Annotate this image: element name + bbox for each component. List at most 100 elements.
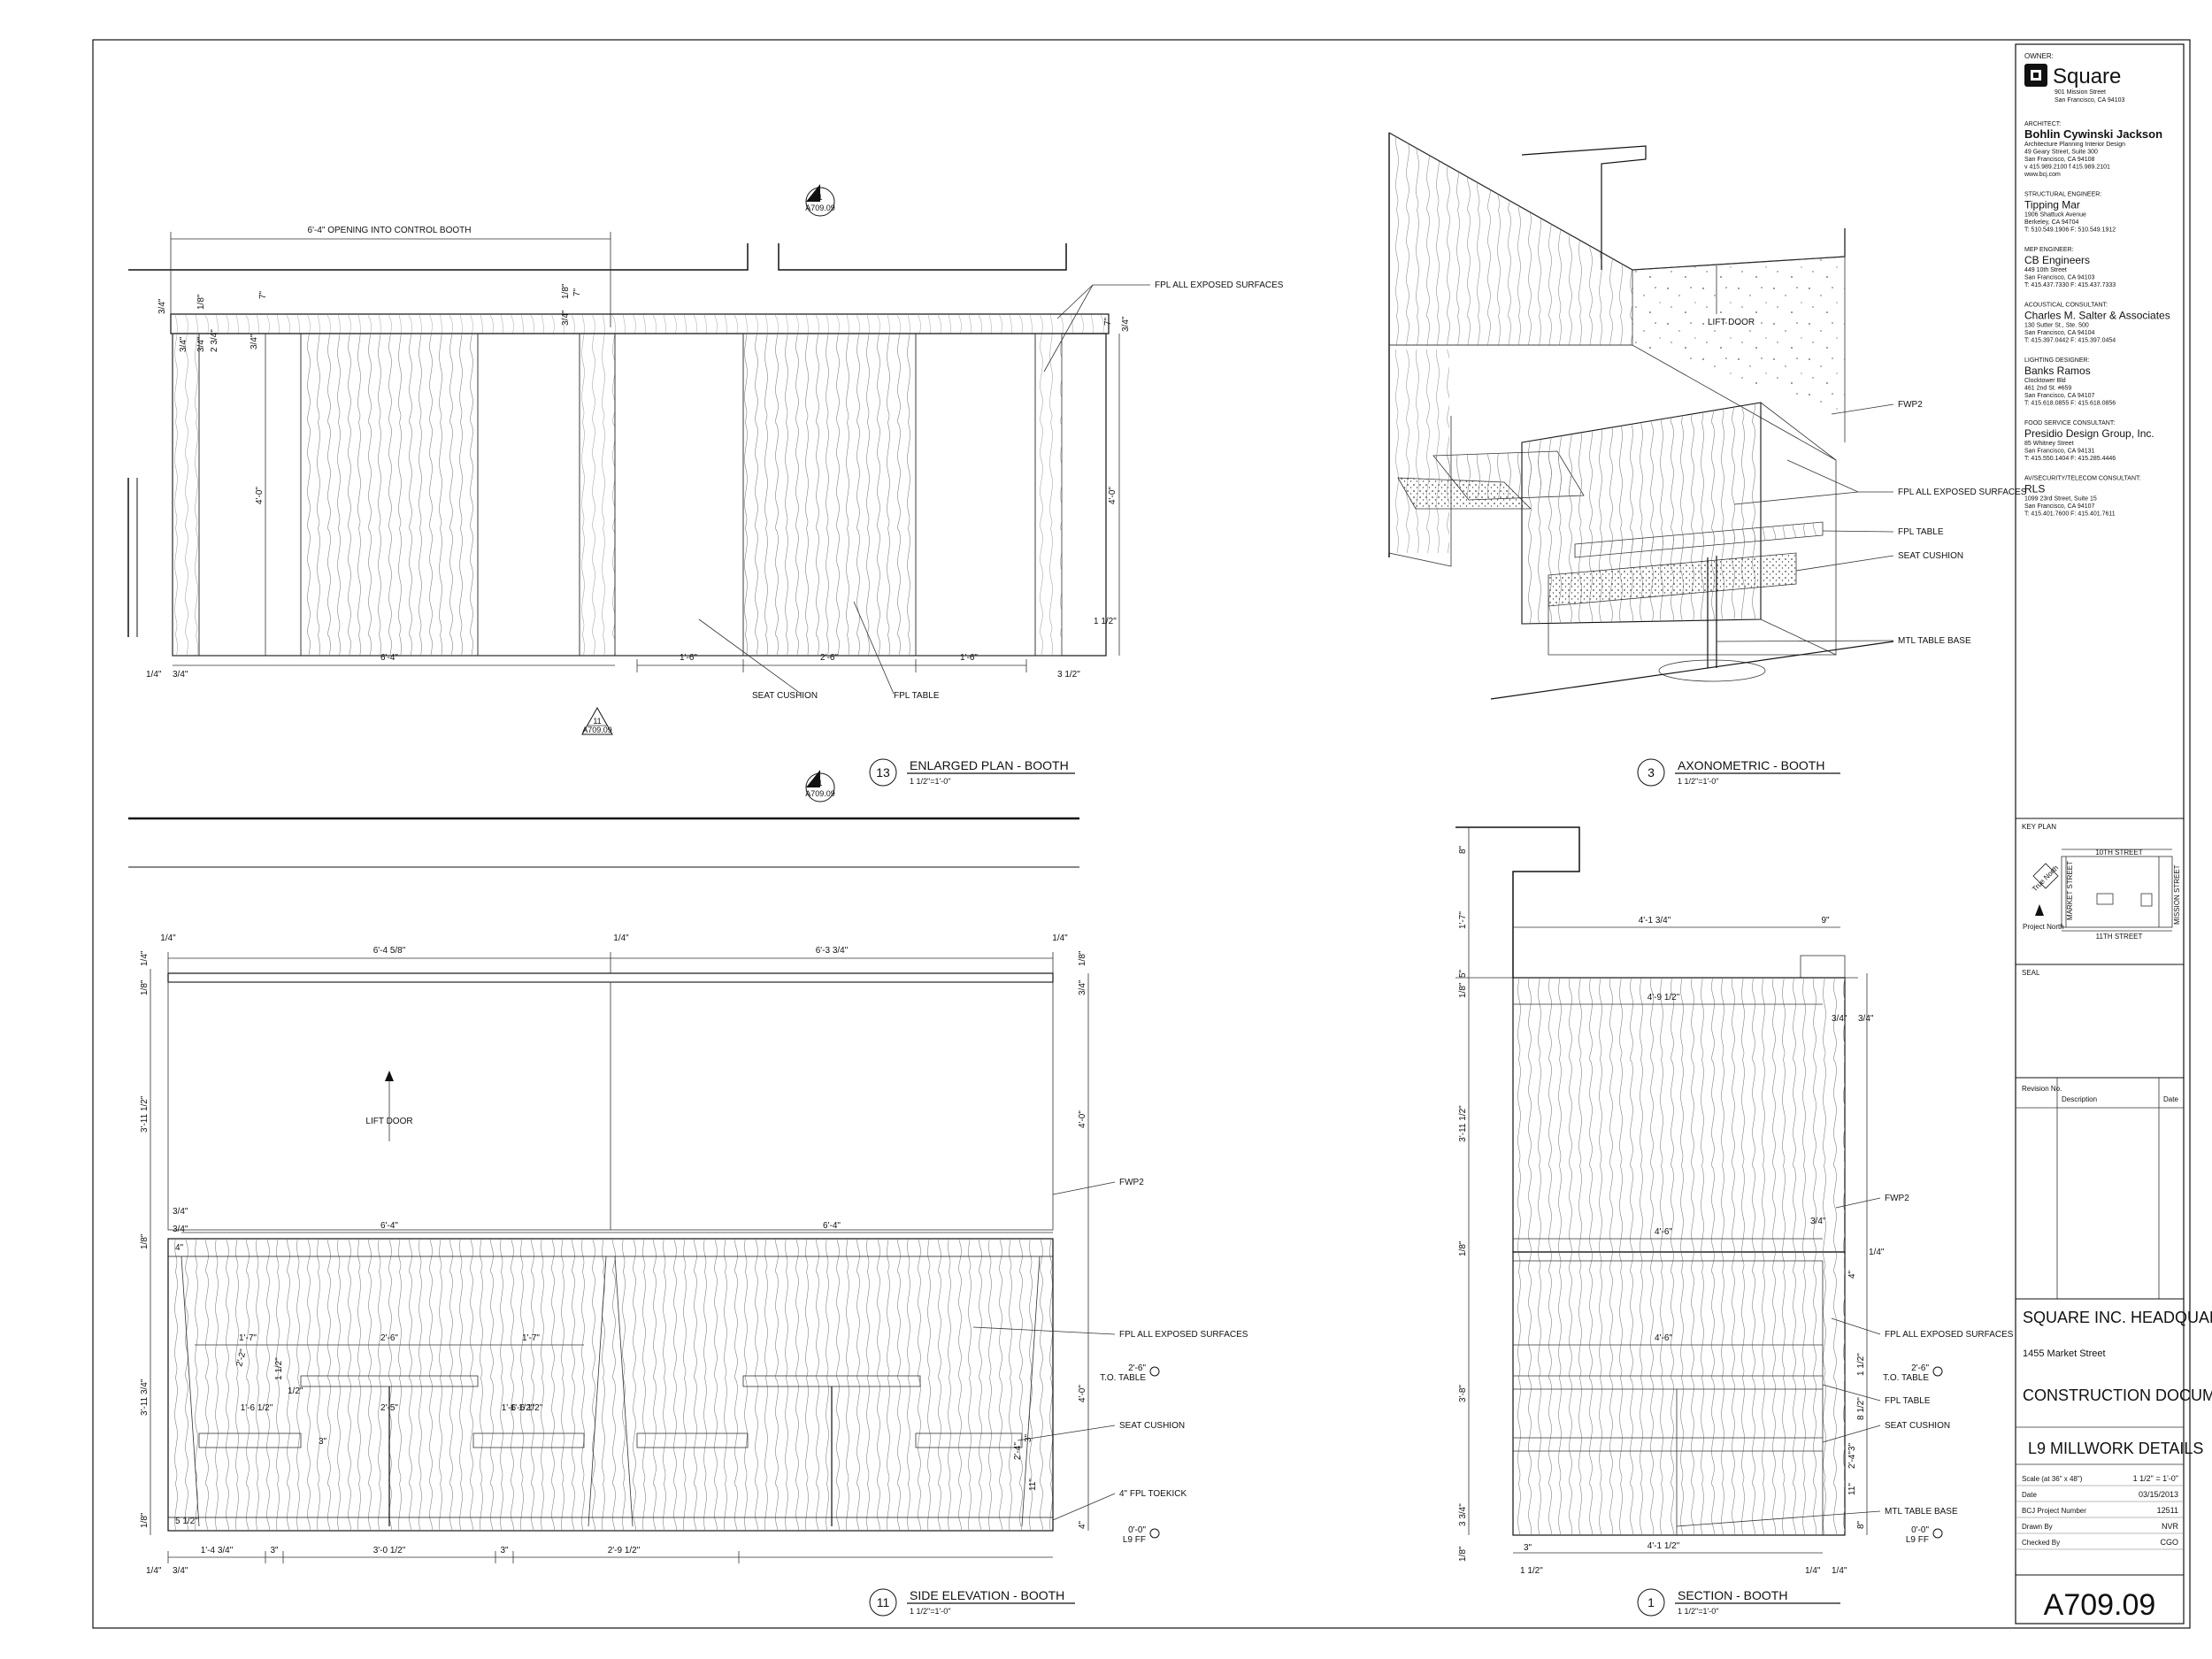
consultant-detail: Clocktower Bld [2024, 378, 2066, 384]
axon-drawing-scale: 1 1/2"=1'-0" [1678, 777, 1718, 786]
sect-dim: 4'-6" [1655, 1227, 1672, 1237]
plan-drawing-scale: 1 1/2"=1'-0" [910, 777, 950, 786]
sect-dim: 5" [1458, 969, 1468, 978]
axon-note: SEAT CUSHION [1898, 551, 1963, 561]
consultant-detail: San Francisco, CA 94107 [2024, 393, 2094, 399]
consultant-detail: 49 Geary Street, Suite 300 [2024, 150, 2098, 156]
sect-dim: 3/4" [1810, 1217, 1826, 1226]
consultant-name: RLS [2024, 483, 2045, 495]
street-label: MARKET STREET [2066, 861, 2074, 920]
drawing-side-elevation: 1/4" 6'-4 5/8" 1/4" 6'-3 3/4" 1/4" LIFT … [140, 933, 1248, 1617]
sect-note: FWP2 [1885, 1194, 1909, 1203]
sheet-number: A709.09 [2044, 1588, 2156, 1622]
elev-dim: 2'-2" [234, 1348, 249, 1368]
elev-drawing-scale: 1 1/2"=1'-0" [910, 1607, 950, 1616]
consultant-detail: San Francisco, CA 94103 [2024, 275, 2094, 281]
plan-elev-callout-number: 11 [593, 717, 601, 726]
consultant-name: CB Engineers [2024, 254, 2090, 266]
sect-dim: 4'-6" [1655, 1333, 1672, 1343]
sect-dim: 8" [1458, 845, 1468, 854]
sect-dim: 1/8" [1458, 1240, 1468, 1256]
sect-note: FPL ALL EXPOSED SURFACES [1885, 1330, 2014, 1340]
plan-dim: 3 1/2" [1057, 670, 1080, 680]
elev-level: L9 FF [1123, 1535, 1146, 1545]
elev-note: FPL ALL EXPOSED SURFACES [1119, 1330, 1248, 1340]
consultant-detail: T: 415.618.0855 F: 415.618.0856 [2024, 401, 2116, 407]
sect-dim: 1/4" [1832, 1566, 1847, 1576]
plan-dim: 1'-6" [960, 653, 978, 663]
elev-dim: 5 1/2" [175, 1517, 198, 1526]
consultant-name: Bohlin Cywinski Jackson [2024, 127, 2162, 141]
revision-desc-label: Description [2062, 1095, 2097, 1103]
consultant-detail: T: 510.549.1906 F: 510.549.1912 [2024, 227, 2116, 234]
plan-dim: 4'-0" [1108, 487, 1118, 504]
key-plan-label: KEY PLAN [2022, 823, 2056, 831]
elev-dim: 1/8" [140, 1512, 150, 1528]
consultant-name: Charles M. Salter & Associates [2024, 310, 2170, 322]
elev-note: SEAT CUSHION [1119, 1421, 1185, 1431]
plan-dim: 3/4" [1121, 316, 1131, 332]
info-label: Drawn By [2022, 1523, 2053, 1531]
consultant-detail: v 415.989.2100 f 415.989.2101 [2024, 165, 2110, 171]
sect-dim: 11" [1847, 1483, 1857, 1495]
elev-dim: 4" [1078, 1520, 1087, 1529]
consultant-role: LIGHTING DESIGNER: [2024, 357, 2090, 364]
street-label: 11TH STREET [2096, 933, 2143, 941]
elev-dim: 1/4" [613, 933, 629, 943]
revision-date-label: Date [2163, 1095, 2178, 1103]
sect-dim: 4'-1 3/4" [1639, 916, 1671, 926]
elev-note: 4" FPL TOEKICK [1119, 1489, 1187, 1499]
consultant-role: ACOUSTICAL CONSULTANT: [2024, 303, 2108, 309]
elev-dim: 1/8" [140, 979, 150, 995]
consultant-name: Presidio Design Group, Inc. [2024, 427, 2154, 440]
axon-note: MTL TABLE BASE [1898, 636, 1971, 646]
sect-dim: 8" [1856, 1520, 1866, 1529]
owner-label: OWNER: [2024, 52, 2054, 60]
consultant-name: Tipping Mar [2024, 199, 2080, 211]
sheet-border [92, 39, 2191, 1629]
plan-dim: 1 1/2" [1094, 617, 1117, 626]
sect-dim: 4" [1847, 1270, 1857, 1279]
sect-dim: 3" [1524, 1543, 1532, 1553]
project-phase: CONSTRUCTION DOCUMENTS [2023, 1386, 2212, 1404]
plan-dim: 3/4" [250, 334, 259, 349]
consultant-detail: T: 415.550.1404 F: 415.285.4446 [2024, 456, 2116, 462]
info-label: Date [2022, 1491, 2037, 1499]
plan-dim: 1/8" [196, 294, 206, 310]
info-label: Checked By [2022, 1539, 2060, 1547]
sect-dim: 1 1/2" [1856, 1353, 1866, 1376]
plan-dim: 2'-6" [820, 653, 838, 663]
elev-dim: 1/4" [160, 933, 176, 943]
axon-note: FWP2 [1898, 400, 1923, 410]
consultant-detail: San Francisco, CA 94108 [2024, 157, 2094, 163]
consultant-detail: www.bcj.com [2024, 172, 2061, 178]
cut-callout-number: 1 [818, 779, 822, 787]
elev-dim: 2'-6" [380, 1333, 398, 1343]
street-label: MISSION STREET [2173, 864, 2181, 925]
consultant-detail: San Francisco, CA 94107 [2024, 503, 2094, 510]
sect-level: 0'-0" [1911, 1525, 1929, 1535]
sect-dim: 3" [1847, 1442, 1857, 1451]
drawing-axonometric: LIFT DOOR FWP2 FPL ALL EXPOSED SURFAC [1388, 132, 2027, 787]
elev-dim: 3/4" [173, 1207, 188, 1217]
consultant-list: ARCHITECT:Bohlin Cywinski JacksonArchite… [2024, 121, 2170, 518]
consultant-detail: 1906 Shattuck Avenue [2024, 212, 2086, 219]
elev-dim: 11" [1028, 1479, 1038, 1491]
consultant-detail: Berkeley, CA 94704 [2024, 219, 2078, 226]
elev-dim: 1/8" [1078, 950, 1087, 966]
elev-dim: 1/4" [1052, 933, 1068, 943]
plan-dim: 7" [1103, 317, 1113, 326]
sect-dim: 1/4" [1805, 1566, 1821, 1576]
north-arrow-icon [2035, 904, 2044, 916]
project-address: 1455 Market Street [2023, 1348, 2106, 1359]
elev-dim: 1'-6 1/2" [241, 1403, 273, 1413]
consultant-role: STRUCTURAL ENGINEER: [2024, 192, 2101, 198]
sect-note: SEAT CUSHION [1885, 1421, 1950, 1431]
elev-dim: 1'-6 1/2" [511, 1403, 543, 1413]
sect-note: MTL TABLE BASE [1885, 1507, 1958, 1517]
info-label: BCJ Project Number [2022, 1507, 2086, 1515]
sect-dim: 4'-1 1/2" [1647, 1541, 1680, 1551]
plan-dim: 3/4" [561, 310, 571, 326]
drawing-section: 4'-1 3/4" 9" 4'-9 1/2" 4'-6" 4'-6" 4'-1 … [1455, 826, 2014, 1617]
